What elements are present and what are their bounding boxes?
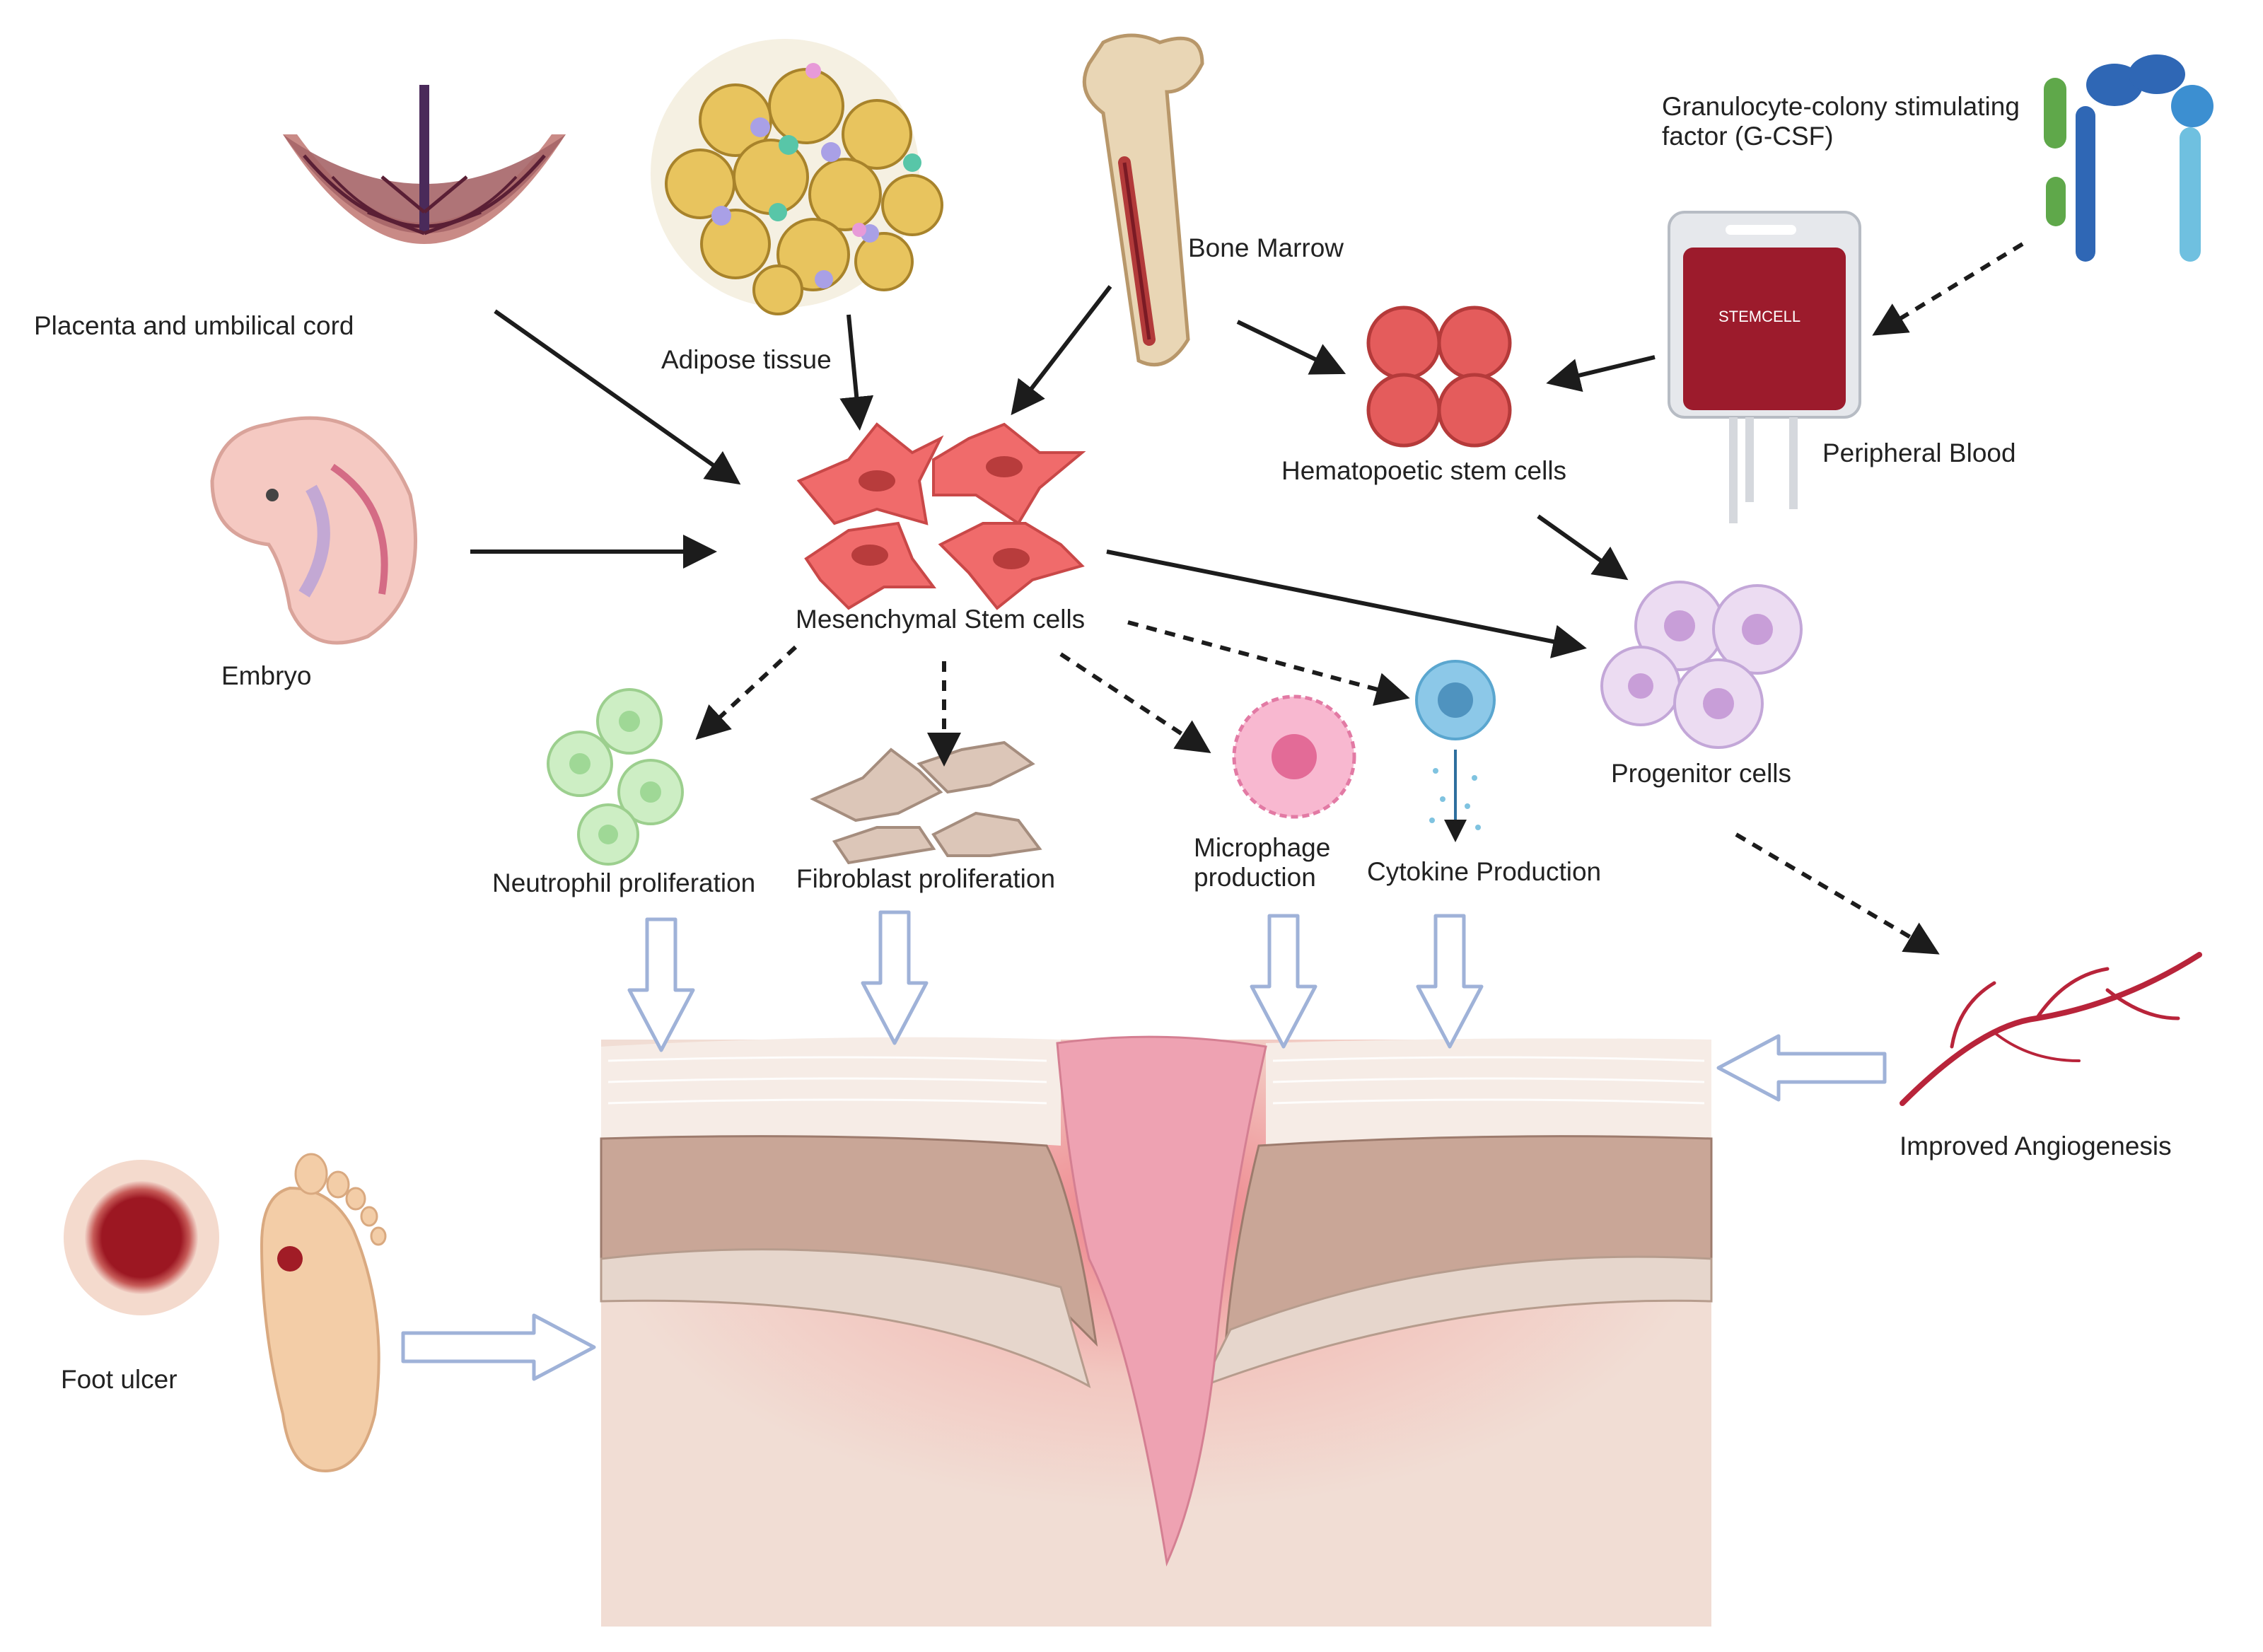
arrow-progenitor-to-angiogenesis	[1735, 832, 1940, 955]
label-angiogenesis: Improved Angiogenesis	[1900, 1132, 2172, 1161]
arrow-adipose-to-msc	[839, 314, 874, 431]
blood-bag-icon: STEMCELL	[1668, 211, 1861, 523]
label-progenitor: Progenitor cells	[1611, 759, 1792, 788]
label-cytokine: Cytokine Production	[1367, 857, 1602, 886]
arrow-msc-to-progenitor	[1106, 549, 1587, 658]
label-bone-marrow: Bone Marrow	[1188, 233, 1344, 262]
label-peripheral-blood: Peripheral Blood	[1822, 438, 2016, 467]
adipose-tissue-icon	[651, 39, 943, 315]
neutrophil-cells-icon	[547, 688, 684, 866]
macrophage-cell-icon	[1232, 694, 1356, 819]
label-gcsf-line2: factor (G-CSF)	[1662, 122, 1834, 151]
hollow-arrow-fibroblast	[861, 910, 929, 1045]
progenitor-cells-icon	[1600, 581, 1803, 749]
label-adipose: Adipose tissue	[661, 345, 832, 374]
mesenchymal-stem-cells-icon	[796, 422, 1086, 610]
arrow-msc-to-neutrophil	[695, 645, 798, 740]
bone-marrow-icon	[1082, 33, 1204, 367]
label-macrophage-line2: production	[1194, 863, 1316, 892]
label-neutrophil: Neutrophil proliferation	[492, 868, 756, 897]
fibroblast-cells-icon	[810, 740, 1042, 865]
blood-vessels-icon	[1900, 952, 2202, 1106]
label-msc: Mesenchymal Stem cells	[796, 605, 1086, 634]
ulcer-closeup-icon	[64, 1160, 219, 1315]
arrow-bone-to-hsc	[1236, 320, 1346, 375]
placenta-icon	[283, 85, 566, 244]
arrow-blood-to-hsc	[1546, 355, 1656, 392]
hollow-arrow-neutrophil	[627, 917, 695, 1052]
label-foot-ulcer: Foot ulcer	[61, 1365, 178, 1394]
arrow-msc-to-cytokine	[1127, 620, 1410, 706]
embryo-icon	[210, 416, 417, 645]
hematopoietic-stem-cells-icon	[1366, 306, 1512, 448]
hollow-arrow-cytokine	[1416, 914, 1484, 1049]
hollow-arrow-macrophage	[1250, 914, 1317, 1049]
label-fibroblast: Fibroblast proliferation	[796, 864, 1056, 893]
hollow-arrow-foot	[401, 1313, 596, 1381]
arrow-hsc-to-progenitor	[1537, 514, 1629, 581]
label-macrophage-line1: Microphage	[1194, 833, 1331, 862]
hollow-arrow-angiogenesis	[1716, 1034, 1887, 1102]
foot-icon	[260, 1153, 387, 1473]
label-embryo: Embryo	[221, 661, 312, 690]
arrow-msc-to-macrophage	[1059, 652, 1211, 753]
cytokine-cell-icon	[1415, 660, 1496, 842]
hollow-arrows	[401, 910, 1887, 1381]
blood-bag-brand: STEMCELL	[1718, 308, 1800, 325]
dashed-arrows	[695, 242, 2024, 955]
label-placenta: Placenta and umbilical cord	[34, 311, 354, 340]
skin-wound-cross-section	[600, 1035, 1713, 1627]
solid-arrows	[470, 285, 1656, 658]
label-gcsf-line1: Granulocyte-colony stimulating	[1662, 92, 2020, 121]
gcsf-protein-icon	[2044, 54, 2213, 262]
label-hsc: Hematopoetic stem cells	[1281, 456, 1567, 485]
arrow-bone-to-msc	[1011, 285, 1112, 416]
arrow-gcsf-to-blood	[1872, 242, 2024, 336]
arrow-placenta-to-msc	[494, 309, 741, 485]
